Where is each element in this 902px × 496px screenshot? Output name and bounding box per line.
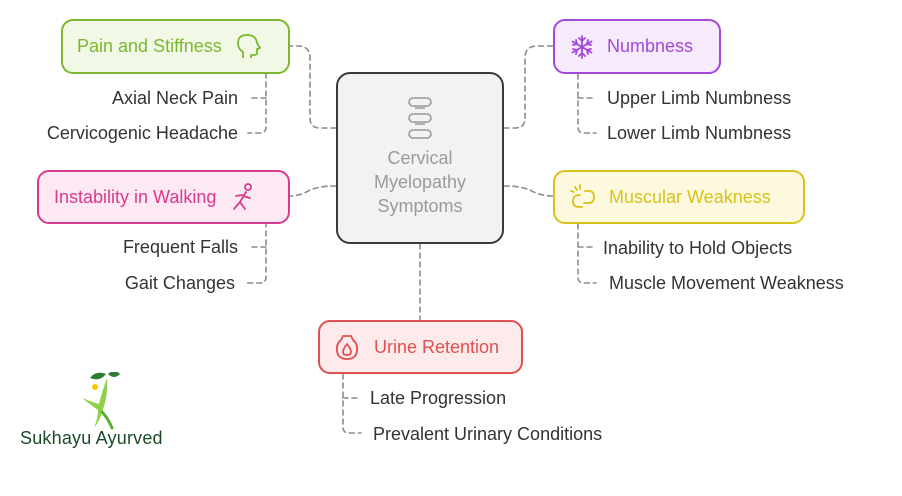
- urine-item-2: Prevalent Urinary Conditions: [373, 424, 603, 444]
- urine-item-1: Late Progression: [370, 388, 507, 408]
- numbness-label: Numbness: [607, 36, 694, 56]
- instability-item-1: Frequent Falls: [122, 237, 238, 257]
- pain-item-1: Axial Neck Pain: [111, 88, 238, 108]
- brand-logo: Sukhayu Ayurved: [20, 372, 180, 452]
- center-title-line: Cervical: [387, 148, 453, 168]
- urine-retention-node: Urine Retention: [318, 320, 523, 374]
- center-title-line: Symptoms: [377, 196, 463, 216]
- urine-retention-label: Urine Retention: [374, 336, 500, 357]
- snowflake-icon: [571, 34, 593, 59]
- instability-walking-node: Instability in Walking: [37, 170, 290, 224]
- muscular-weakness-node: Muscular Weakness: [553, 170, 805, 224]
- center-node: Cervical Myelopathy Symptoms: [336, 72, 504, 244]
- weakness-item-1: Inability to Hold Objects: [603, 238, 793, 258]
- center-title-line: Myelopathy: [373, 172, 467, 192]
- broken-link-icon: [570, 184, 595, 208]
- instability-walking-label: Instability in Walking: [54, 186, 217, 207]
- pain-item-2: Cervicogenic Headache: [46, 123, 238, 143]
- weakness-item-2: Muscle Movement Weakness: [609, 273, 844, 293]
- center-title: Cervical Myelopathy Symptoms: [374, 146, 466, 218]
- muscular-weakness-label: Muscular Weakness: [609, 186, 771, 207]
- bladder-icon: [335, 335, 359, 360]
- pain-stiffness-label: Pain and Stiffness: [77, 36, 222, 56]
- instability-item-2: Gait Changes: [124, 273, 235, 293]
- numbness-node: Numbness: [553, 19, 721, 74]
- head-icon: [236, 33, 261, 58]
- brand-name: Sukhayu Ayurved: [20, 428, 163, 448]
- numbness-item-2: Lower Limb Numbness: [607, 123, 792, 143]
- pain-stiffness-node: Pain and Stiffness: [61, 19, 290, 74]
- spine-icon: [408, 97, 432, 139]
- numbness-item-1: Upper Limb Numbness: [607, 88, 792, 108]
- falling-person-icon: [233, 183, 253, 210]
- leaf-figure-icon: [82, 372, 120, 430]
